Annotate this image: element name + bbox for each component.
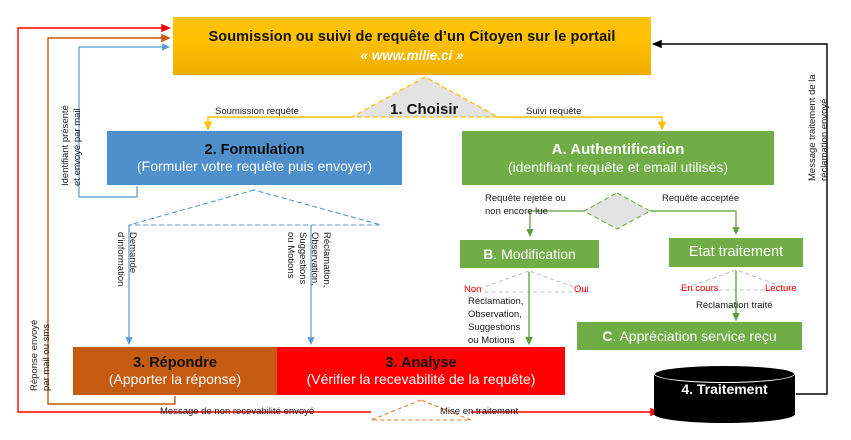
node-authentification[interactable]: A. Authentification (identifiant requête…	[462, 131, 774, 185]
label-reclam-v3: Suggestions	[297, 232, 308, 285]
label-reclam-v1: Réclamation,	[321, 232, 332, 288]
label-reponse-envoyee-2: par mail ou sms	[41, 323, 52, 391]
label-reclam-v4: ou Motions	[285, 232, 296, 279]
node-etat-traitement[interactable]: Etat traitement	[669, 238, 803, 267]
label-soumission-requete: Soumission requête	[215, 106, 299, 117]
node-repondre[interactable]: 3. Répondre (Apporter la réponse)	[73, 347, 277, 395]
decision-choisir-label: 1. Choisir	[390, 101, 459, 118]
node-modification[interactable]: B. Modification	[460, 240, 599, 268]
decision-modification-shape	[469, 270, 589, 293]
label-requete-acceptee: Requête acceptée	[662, 193, 740, 204]
label-reponse-envoyee-1: Réponse envoyé	[29, 319, 40, 391]
decision-formulation-shape	[128, 189, 382, 226]
cylinder-top	[654, 365, 795, 383]
authentification-title-rest: . Authentification	[562, 141, 685, 159]
node-traitement-database[interactable]: 4. Traitement	[654, 365, 795, 423]
label-demande-1: Demande	[127, 232, 138, 274]
label-requete-rejetee-2: non encore lue	[485, 206, 548, 217]
label-message-traitement-2: réclamation envoyé	[819, 98, 830, 181]
authentification-letter: A	[551, 141, 563, 159]
analyse-subtitle: (Vérifier la recevabilité de la requête)	[306, 371, 536, 388]
edge-requete-acceptee	[650, 210, 740, 235]
node-portal[interactable]: Soumission ou suivi de requête d’un Cito…	[173, 17, 651, 75]
modification-label-rest: . Modification	[493, 245, 576, 262]
appreciation-label: C. Appréciation service reçu	[602, 328, 776, 344]
modification-letter: B	[483, 245, 494, 262]
modification-label: B. Modification	[483, 246, 576, 262]
portal-url: « www.milie.ci »	[360, 47, 464, 63]
label-en-cours: En cours	[681, 283, 719, 294]
etat-traitement-label: Etat traitement	[688, 244, 784, 261]
cylinder-bottom	[654, 405, 795, 423]
label-reclamation-traite: Réclamation traité	[696, 300, 773, 311]
label-identifiant-presente-2: et envoyé par mail	[72, 108, 83, 186]
decision-authent-shape	[582, 192, 652, 230]
label-reclamation-2: Observation,	[468, 309, 522, 320]
analyse-title: 3. Analyse	[385, 354, 457, 371]
appreciation-label-rest: . Appréciation service reçu	[612, 327, 777, 344]
traitement-label: 4. Traitement	[681, 381, 768, 397]
formulation-subtitle: (Formuler votre requête puis envoyer)	[137, 158, 372, 175]
repondre-subtitle: (Apporter la réponse)	[108, 371, 242, 388]
edge-suivi-requete	[498, 116, 667, 131]
label-message-traitement-1: Message traitement de la	[807, 74, 818, 181]
label-suivi-requete: Suivi requête	[526, 106, 582, 117]
label-oui: Oui	[574, 284, 589, 295]
appreciation-letter: C	[602, 327, 613, 344]
label-reclamation-4: ou Motions	[468, 335, 515, 346]
node-analyse[interactable]: 3. Analyse (Vérifier la recevabilité de …	[277, 347, 565, 395]
label-message-non-recevabilite: Message de non recevabilité envoyé	[160, 406, 315, 417]
edge-soumission-requete	[203, 116, 352, 131]
label-reclam-v2: Observation,	[309, 232, 320, 286]
label-non: Non	[464, 284, 482, 295]
formulation-title: 2. Formulation	[204, 141, 305, 158]
node-appreciation[interactable]: C. Appréciation service reçu	[577, 322, 802, 350]
label-mise-en-traitement: Mise en traitement	[440, 406, 519, 417]
node-formulation[interactable]: 2. Formulation (Formuler votre requête p…	[107, 131, 402, 185]
label-identifiant-presente-1: Identifiant présenté	[60, 105, 71, 186]
label-demande-2: d’information	[115, 232, 126, 287]
authentification-subtitle: (identifiant requête et email utilisés)	[507, 158, 729, 175]
repondre-title: 3. Répondre	[133, 354, 217, 371]
label-requete-rejetee-1: Requête rejetée ou	[485, 193, 566, 204]
label-reclamation-1: Réclamation,	[468, 296, 524, 307]
portal-title: Soumission ou suivi de requête d’un Cito…	[208, 28, 616, 45]
label-lecture: Lecture	[765, 283, 797, 294]
authentification-title: A. Authentification	[552, 141, 685, 158]
label-reclamation-3: Suggestions	[468, 322, 521, 333]
